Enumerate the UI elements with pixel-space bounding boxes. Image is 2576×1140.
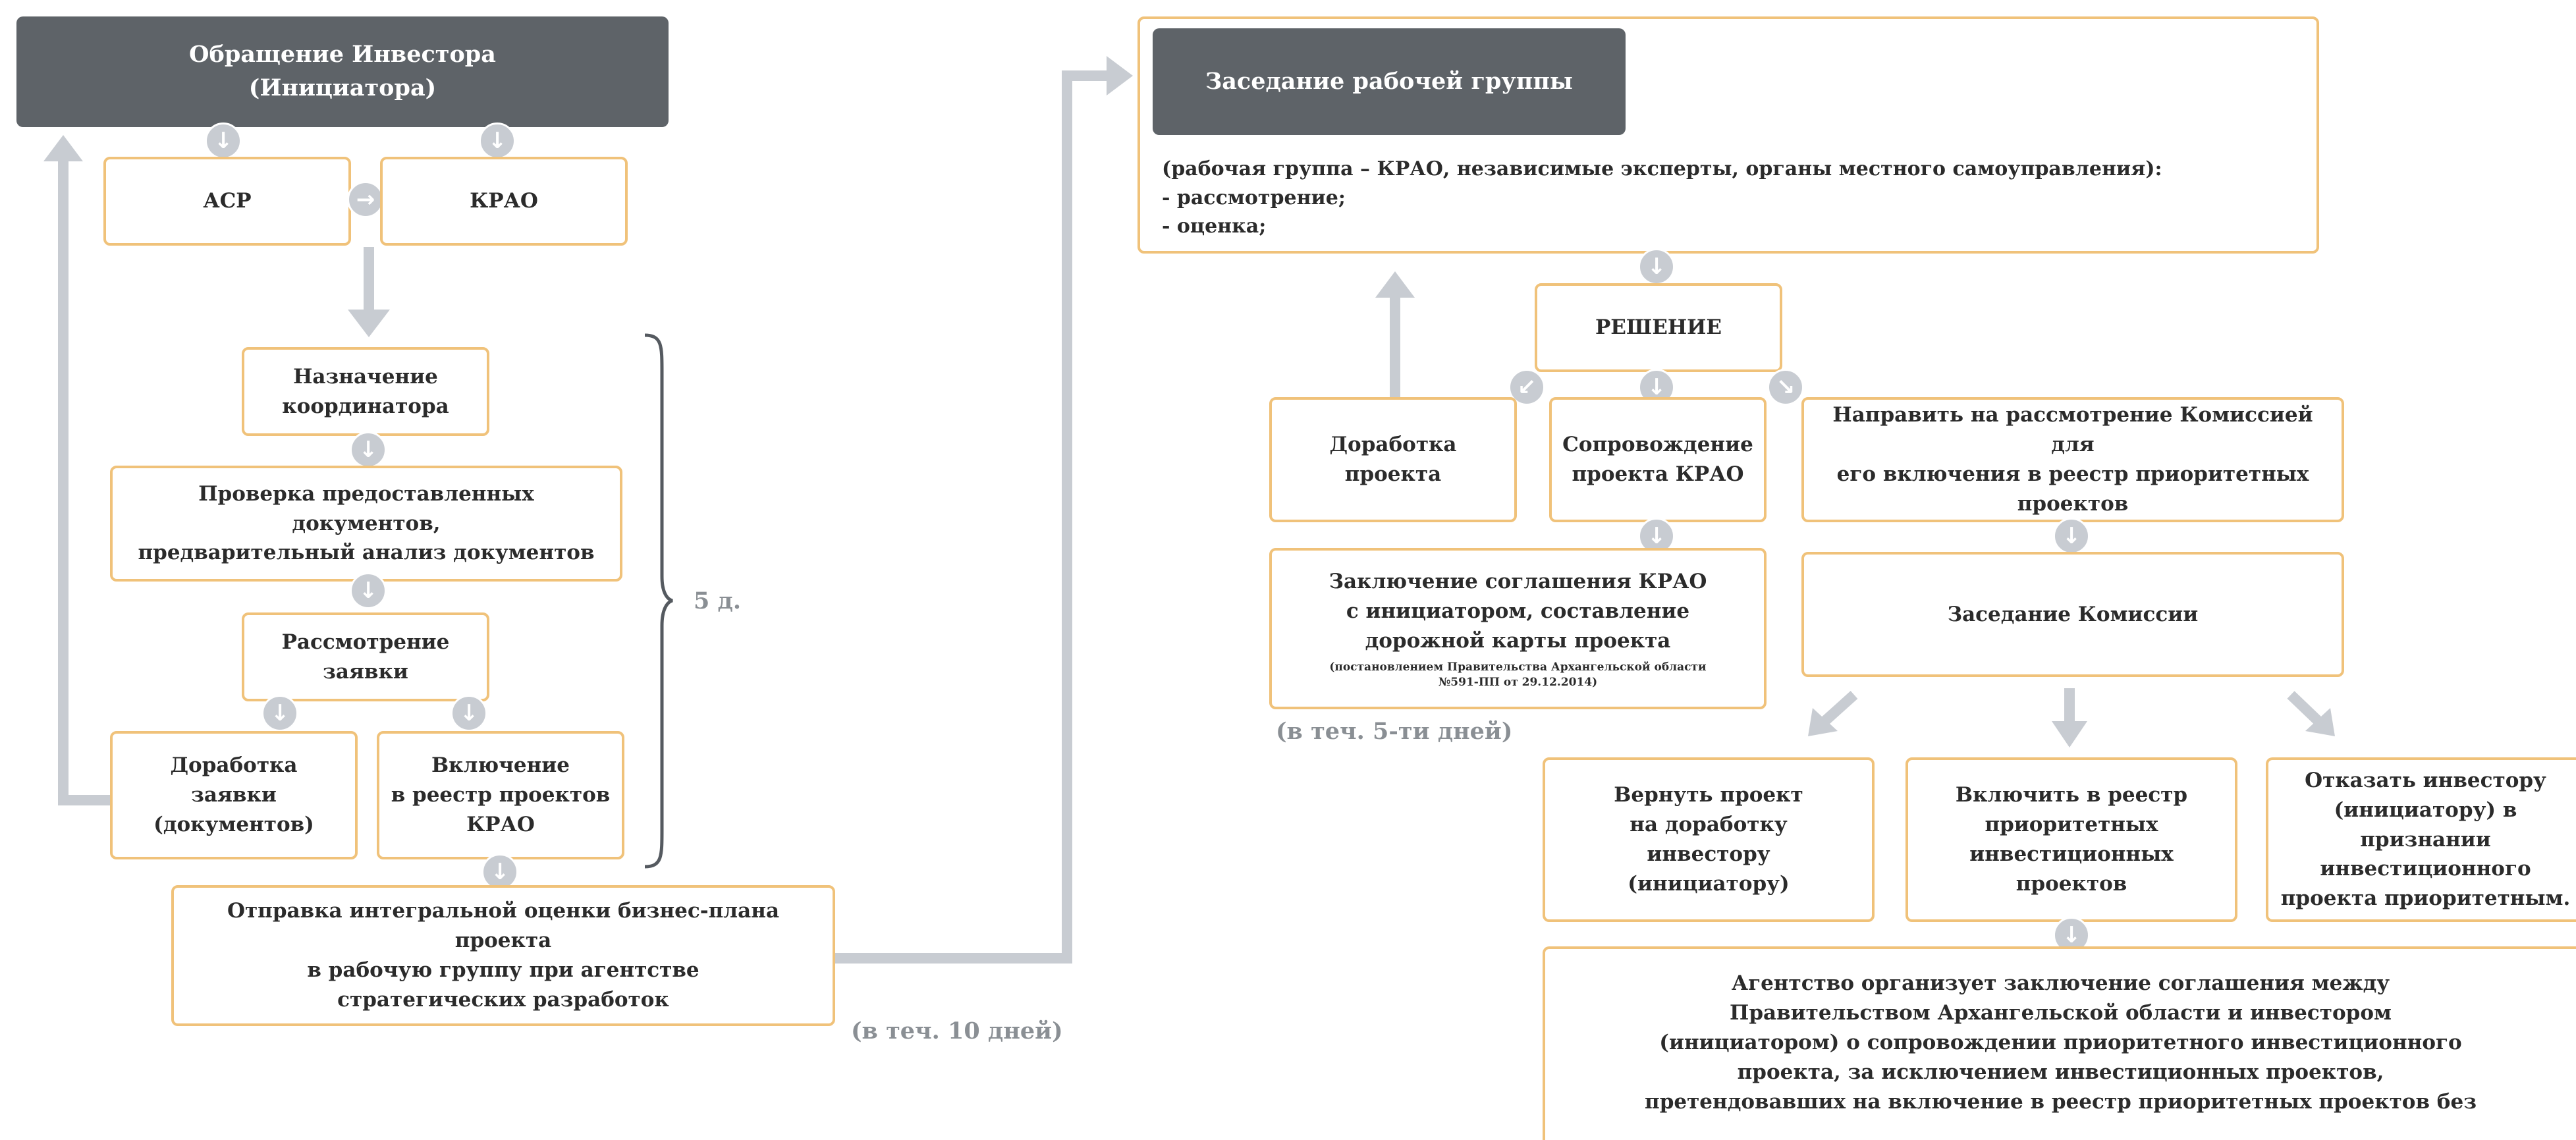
up-arrowhead (1375, 271, 1415, 298)
down-arrow-icon: ↓ (350, 572, 387, 609)
down-left-arrowhead (1808, 708, 1838, 736)
inclusion-registry-box: Включение в реестр проектов КРАО (377, 731, 624, 859)
diag-right-line (2287, 691, 2326, 728)
doc-check-box: Проверка предоставленных документов, пре… (110, 466, 622, 582)
project-revision-box: Доработка проекта (1269, 397, 1517, 522)
working-group-meeting-box: Заседание рабочей группы (1153, 28, 1626, 135)
right-arrowhead (1107, 56, 1133, 95)
five-days-label: 5 д. (694, 587, 742, 614)
ten-days-label: (в теч. 10 дней) (851, 1018, 1063, 1045)
send-evaluation-box: Отправка интегральной оценки бизнес-план… (171, 885, 835, 1026)
down-right-arrow-icon: ↘ (1767, 369, 1804, 406)
right-arrow-icon: → (347, 181, 384, 218)
include-priority-box: Включить в реестр приоритетных инвестици… (1905, 757, 2237, 922)
down-arrowhead (348, 310, 390, 337)
investor-request-box: Обращение Инвестора (Инициатора) (16, 16, 669, 127)
down-arrow-icon: ↓ (1638, 248, 1675, 285)
down-arrow-icon: ↓ (2053, 518, 2090, 555)
up-arrowhead (43, 135, 83, 161)
send-commission-box: Направить на рассмотрение Комиссией для … (1801, 397, 2344, 522)
down-arrow-icon: ↓ (261, 695, 298, 732)
down-right-arrowhead (2305, 708, 2335, 736)
agency-agreement-box: Агентство организует заключение соглашен… (1543, 946, 2576, 1140)
five-days-within-label: (в теч. 5-ти дней) (1276, 718, 1513, 745)
ten-days-connector-line (817, 70, 1113, 964)
commission-meeting-box: Заседание Комиссии (1801, 552, 2344, 677)
asr-box: АСР (103, 157, 351, 246)
diag-left-line (1817, 691, 1858, 728)
coordinator-box: Назначение координатора (242, 347, 489, 436)
agreement-box: Заключение соглашения КРАО с инициатором… (1269, 548, 1767, 709)
down-arrowhead (2052, 721, 2087, 747)
refuse-investor-box: Отказать инвестору (инициатору) в призна… (2266, 757, 2576, 922)
revision-feedback-line (58, 151, 111, 805)
agreement-note: (постановлением Правительства Архангельс… (1329, 660, 1707, 689)
application-review-box: Рассмотрение заявки (242, 612, 489, 701)
down-arrow-icon: ↓ (350, 431, 387, 468)
krao-support-box: Сопровождение проекта КРАО (1549, 397, 1767, 522)
agreement-text: Заключение соглашения КРАО с инициатором… (1329, 570, 1707, 653)
down-arrow-icon: ↓ (451, 695, 487, 732)
krao-box: КРАО (380, 157, 628, 246)
down-arrow-icon: ↓ (479, 122, 516, 159)
down-arrow-icon: ↓ (481, 854, 518, 890)
working-group-desc: (рабочая группа – КРАО, независимые эксп… (1162, 157, 2162, 238)
five-days-brace (644, 333, 673, 869)
down-arrow-icon: ↓ (205, 122, 242, 159)
decision-box: РЕШЕНИЕ (1535, 283, 1782, 372)
revision-docs-box: Доработка заявки (документов) (110, 731, 358, 859)
return-project-box: Вернуть проект на доработку инвестору (и… (1543, 757, 1875, 922)
